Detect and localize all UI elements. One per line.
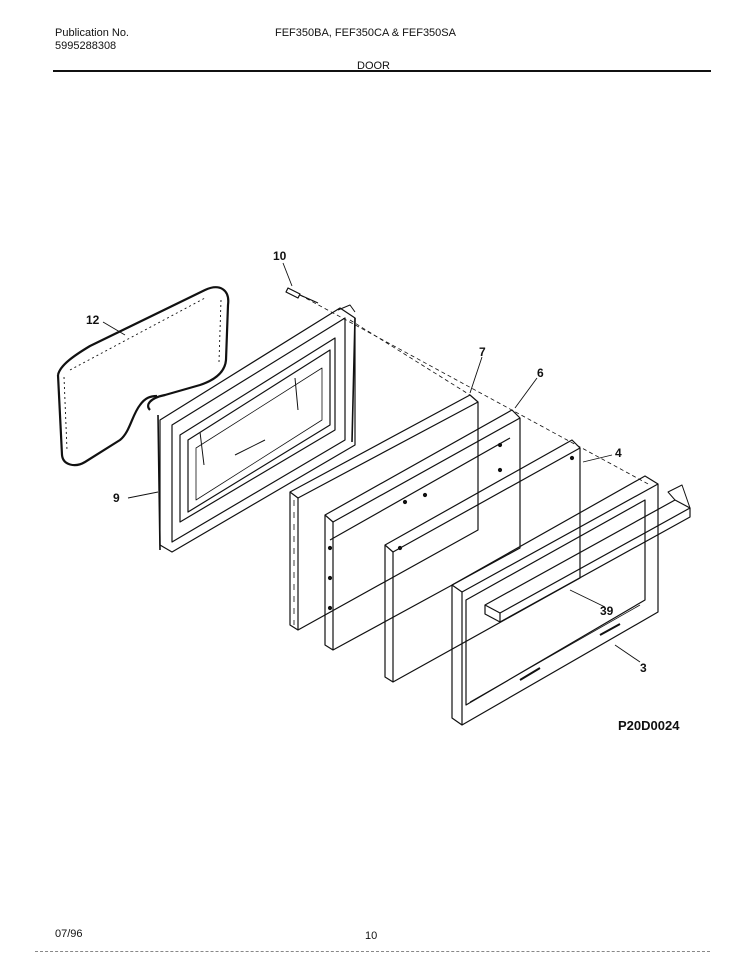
footer-rule bbox=[35, 951, 710, 953]
door-gasket-part-12 bbox=[56, 286, 230, 467]
callout-7: 7 bbox=[479, 345, 486, 359]
handle-part-39 bbox=[484, 484, 691, 623]
footer-date: 07/96 bbox=[55, 928, 83, 940]
callout-9: 9 bbox=[113, 491, 120, 505]
callout-39: 39 bbox=[600, 604, 614, 618]
callout-3: 3 bbox=[640, 661, 647, 675]
callout-6: 6 bbox=[537, 366, 544, 380]
screw-part-10 bbox=[285, 287, 319, 304]
model-numbers: FEF350BA, FEF350CA & FEF350SA bbox=[275, 27, 456, 39]
publication-label: Publication No. bbox=[55, 27, 129, 39]
callout-4: 4 bbox=[615, 446, 622, 460]
inner-door-panel-part-9 bbox=[157, 304, 356, 553]
inner-glass-part-6 bbox=[324, 409, 521, 651]
callout-10: 10 bbox=[273, 249, 287, 263]
leader-lines bbox=[102, 262, 641, 663]
outer-door-frame-part-3 bbox=[451, 475, 659, 726]
assembly-axis-line bbox=[299, 294, 651, 486]
header-rule bbox=[53, 70, 711, 72]
diagram-code: P20D0024 bbox=[618, 718, 680, 733]
publication-number: 5995288308 bbox=[55, 40, 117, 52]
callout-12: 12 bbox=[86, 313, 100, 327]
section-title: DOOR bbox=[357, 60, 390, 72]
page-number: 10 bbox=[365, 930, 378, 942]
insulation-part-7 bbox=[289, 394, 479, 631]
